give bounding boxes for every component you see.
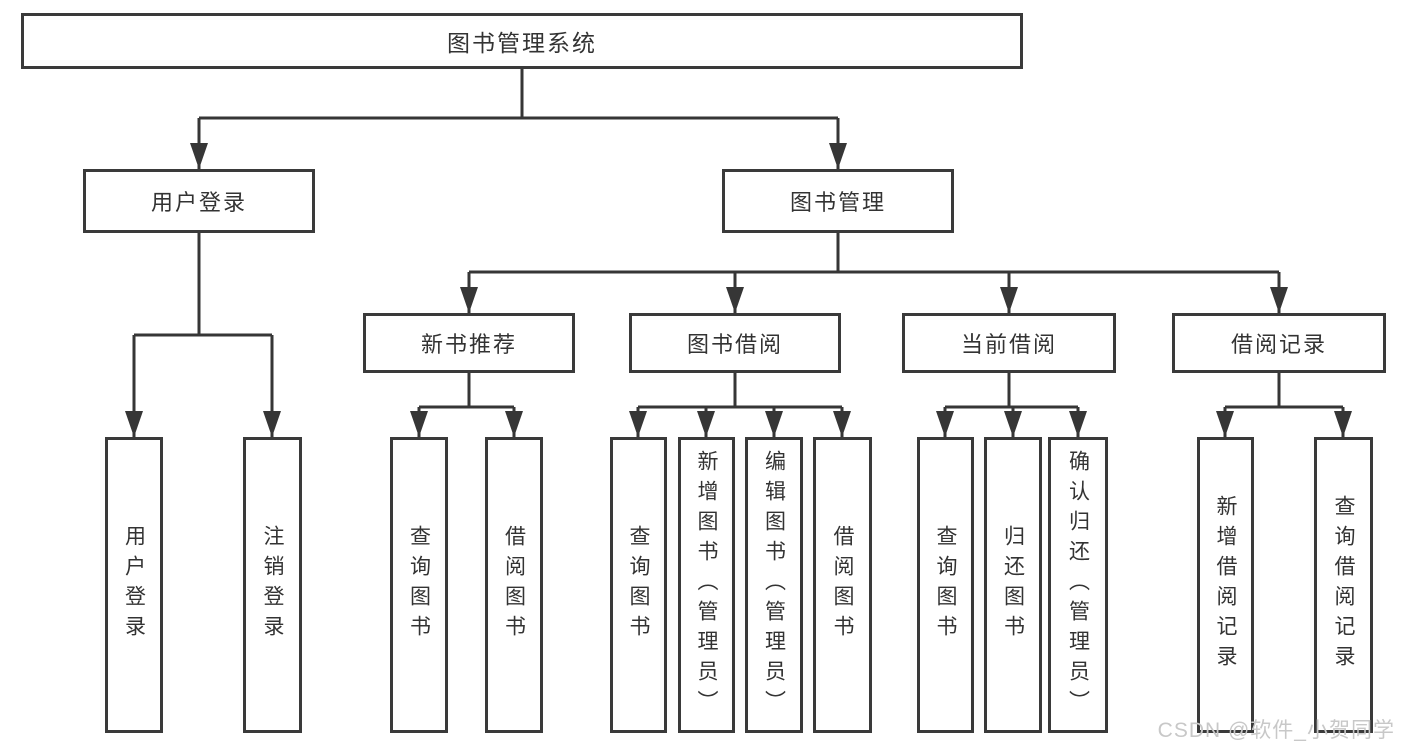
node-label: 查询借阅记录 bbox=[1332, 495, 1355, 675]
leaf-edit-books-admin: 编辑图书（管理员） bbox=[745, 437, 803, 733]
node-label: 编辑图书（管理员） bbox=[762, 450, 786, 720]
node-new-book-recommend: 新书推荐 bbox=[363, 313, 575, 373]
node-label: 用户登录 bbox=[150, 190, 247, 215]
leaf-query-books-3: 查询图书 bbox=[917, 437, 974, 733]
leaf-user-login: 用户登录 bbox=[105, 437, 163, 733]
node-label: 归还图书 bbox=[1001, 525, 1025, 645]
node-label: 查询图书 bbox=[407, 525, 431, 645]
node-user-login: 用户登录 bbox=[83, 169, 315, 233]
node-label: 新增借阅记录 bbox=[1214, 495, 1237, 675]
leaf-add-borrow-record: 新增借阅记录 bbox=[1197, 437, 1254, 733]
leaf-query-books-1: 查询图书 bbox=[390, 437, 448, 733]
leaf-borrow-books-1: 借阅图书 bbox=[485, 437, 543, 733]
node-label: 新书推荐 bbox=[420, 332, 517, 357]
node-label: 当前借阅 bbox=[960, 332, 1057, 357]
node-label: 借阅图书 bbox=[502, 525, 526, 645]
leaf-return-books: 归还图书 bbox=[984, 437, 1042, 733]
node-label: 借阅图书 bbox=[831, 525, 854, 645]
node-library-management-system: 图书管理系统 bbox=[21, 13, 1023, 69]
node-label: 用户登录 bbox=[122, 525, 146, 645]
leaf-logout: 注销登录 bbox=[243, 437, 302, 733]
leaf-borrow-books-2: 借阅图书 bbox=[813, 437, 872, 733]
node-current-borrowing: 当前借阅 bbox=[902, 313, 1116, 373]
leaf-query-borrow-record: 查询借阅记录 bbox=[1314, 437, 1373, 733]
node-label: 图书管理 bbox=[789, 190, 886, 215]
node-borrowing-records: 借阅记录 bbox=[1172, 313, 1386, 373]
leaf-query-books-2: 查询图书 bbox=[610, 437, 667, 733]
node-label: 借阅记录 bbox=[1230, 332, 1327, 357]
leaf-add-books-admin: 新增图书（管理员） bbox=[678, 437, 735, 733]
node-label: 注销登录 bbox=[261, 525, 284, 645]
node-label: 新增图书（管理员） bbox=[695, 450, 718, 720]
node-book-management: 图书管理 bbox=[722, 169, 954, 233]
node-label: 查询图书 bbox=[934, 525, 957, 645]
node-book-borrowing: 图书借阅 bbox=[629, 313, 841, 373]
csdn-watermark: CSDN @软件_小贺同学 bbox=[1157, 719, 1395, 742]
node-label: 图书管理系统 bbox=[447, 30, 597, 56]
leaf-confirm-return-admin: 确认归还（管理员） bbox=[1048, 437, 1108, 733]
node-label: 图书借阅 bbox=[686, 332, 783, 357]
node-label: 确认归还（管理员） bbox=[1066, 450, 1090, 720]
node-label: 查询图书 bbox=[627, 525, 650, 645]
